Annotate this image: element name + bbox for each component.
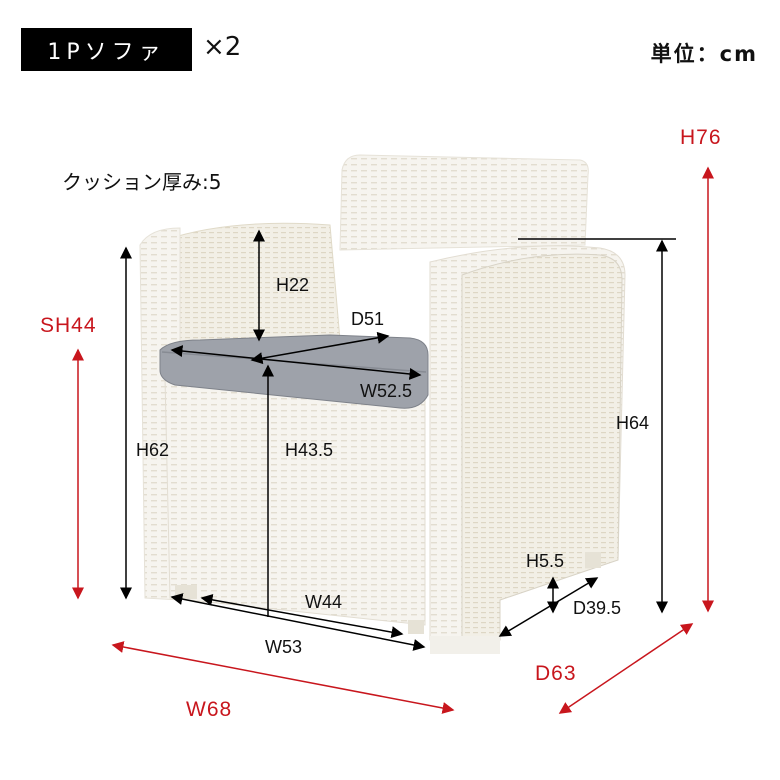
seat-front-height-label: H43.5 [285,440,334,460]
seat-height-label: SH44 [40,314,97,337]
overall-dimension-lines [72,166,714,714]
base-depth-label: D39.5 [573,598,622,618]
overall-depth-label: D63 [535,662,577,685]
overall-height-label: H76 [680,126,722,149]
cushion-thickness-note: クッション厚み:5 [62,170,222,194]
sofa-illustration [139,154,626,654]
base-width-label: W53 [265,637,303,657]
detail-dimension-lines [120,229,676,651]
left-arm-height-label: H62 [136,440,170,460]
unit-label: 単位：cm [650,42,758,66]
cushion-width-label: W52.5 [360,381,413,401]
armrest-height-label: H22 [276,275,310,295]
leg-height-label: H5.5 [526,551,565,571]
inner-width-label: W44 [305,592,343,612]
quantity-label: ×2 [203,32,242,62]
right-arm-height-label: H64 [616,413,650,433]
overall-width-label: W68 [186,698,233,721]
seat-depth-label: D51 [351,309,385,329]
product-title-badge: 1Pソファ [21,28,192,71]
